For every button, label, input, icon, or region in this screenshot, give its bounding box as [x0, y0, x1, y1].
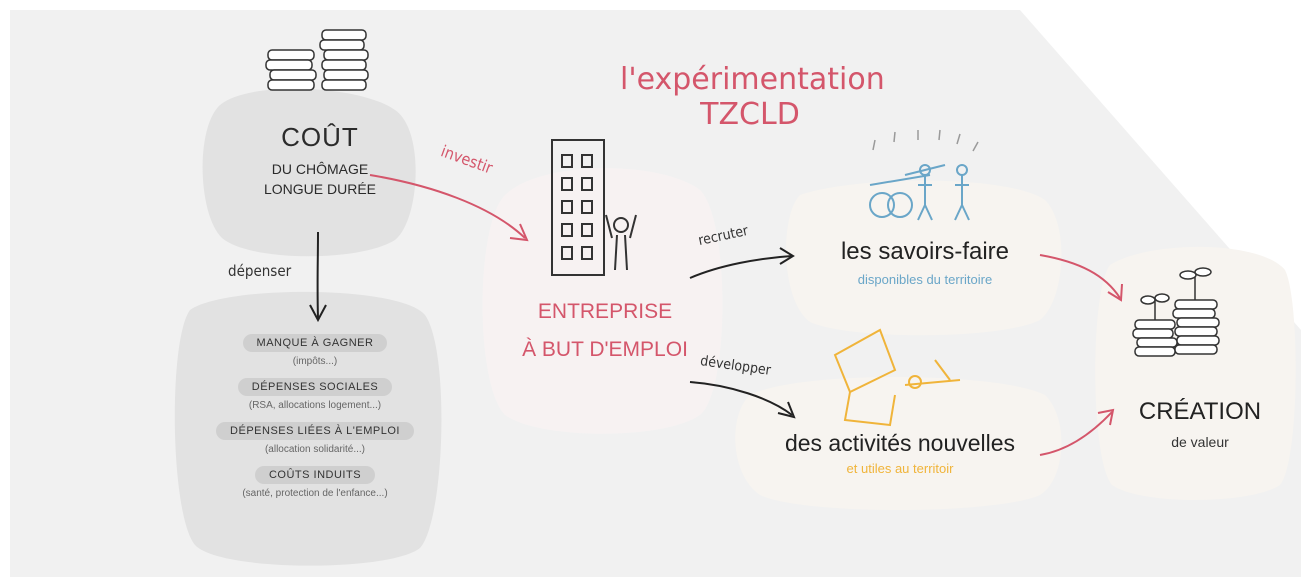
costs-list: MANQUE À GAGNER (impôts...) DÉPENSES SOC… — [195, 333, 435, 509]
coins-icon — [265, 29, 369, 91]
cost-item: DÉPENSES SOCIALES (RSA, allocations loge… — [195, 377, 435, 411]
cout-label: COÛT DU CHÔMAGE LONGUE DURÉE — [215, 122, 425, 197]
savoirs-sub: disponibles du territoire — [857, 272, 993, 287]
savoirs-title: les savoirs-faire — [840, 238, 1010, 265]
creation-sub: de valeur — [1171, 434, 1229, 450]
savoirs-label: les savoirs-faire disponibles du territo… — [800, 238, 1050, 287]
cout-line1: DU CHÔMAGE — [271, 161, 369, 177]
diagram-title: l'expérimentation TZCLD — [620, 62, 885, 132]
creation-blob — [1095, 246, 1296, 500]
recruter-arrow — [689, 255, 793, 279]
savoirs-to-creation-arrow — [1039, 254, 1121, 299]
entreprise-blob — [482, 168, 723, 434]
cost-pill: DÉPENSES SOCIALES — [237, 378, 393, 396]
activites-blob — [735, 376, 1062, 510]
cost-item: DÉPENSES LIÉES À L'EMPLOI (allocation so… — [195, 421, 435, 455]
activites-sub: et utiles au territoir — [846, 461, 954, 476]
entreprise-line1: ENTREPRISE — [537, 300, 673, 323]
activites-title: des activités nouvelles — [784, 430, 1016, 456]
developper-arrow — [689, 381, 793, 416]
depenser-label: dépenser — [228, 262, 292, 280]
people-workers-icon — [869, 164, 970, 221]
activites-label: des activités nouvelles et utiles au ter… — [760, 430, 1040, 476]
title-line2: TZCLD — [700, 97, 800, 132]
building-icon — [551, 139, 637, 276]
entreprise-line2: À BUT D'EMPLOI — [522, 338, 688, 361]
creation-title: CRÉATION — [1138, 398, 1262, 425]
coins-plants-icon — [1132, 267, 1220, 357]
cost-pill: COÛTS INDUITS — [254, 466, 376, 484]
savoirs-blob — [786, 180, 1062, 336]
entreprise-label: ENTREPRISE À BUT D'EMPLOI — [490, 300, 720, 362]
cost-sub: (allocation solidarité...) — [264, 444, 366, 455]
title-line1: l'expérimentation — [620, 62, 885, 97]
cout-heading: COÛT — [281, 122, 359, 152]
cost-item: COÛTS INDUITS (santé, protection de l'en… — [195, 465, 435, 499]
cost-sub: (santé, protection de l'enfance...) — [242, 488, 388, 499]
cout-line2: LONGUE DURÉE — [263, 181, 377, 197]
cost-pill: DÉPENSES LIÉES À L'EMPLOI — [216, 422, 414, 440]
activites-to-creation-arrow — [1039, 411, 1113, 456]
tools-icon — [833, 328, 961, 427]
cost-pill: MANQUE À GAGNER — [242, 334, 388, 352]
cost-item: MANQUE À GAGNER (impôts...) — [195, 333, 435, 367]
creation-label: CRÉATION de valeur — [1105, 398, 1295, 450]
investir-arrow — [369, 174, 526, 239]
cout-blob — [202, 88, 416, 257]
cost-sub: (RSA, allocations logement...) — [248, 400, 382, 411]
cost-sub: (impôts...) — [292, 356, 338, 367]
